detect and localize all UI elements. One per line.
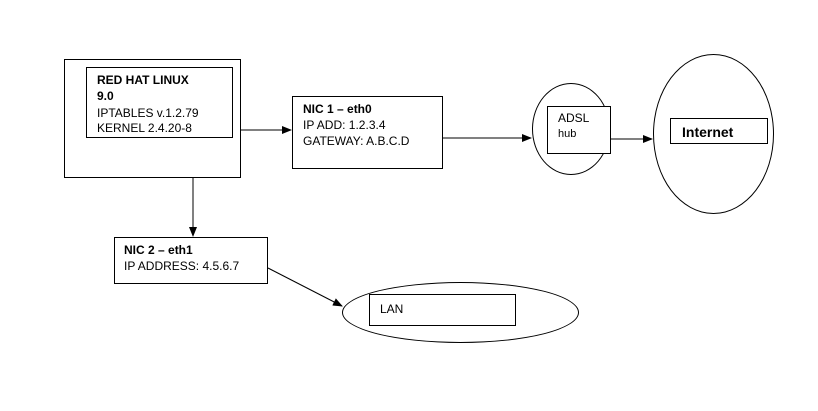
arrow-nic2-to-lan	[267, 267, 343, 307]
nic2-ip: IP ADDRESS: 4.5.6.7	[124, 259, 240, 273]
adsl-label-line1: ADSL	[558, 111, 590, 125]
lan-box	[369, 294, 516, 326]
internet-ellipse	[653, 54, 774, 214]
server-kernel: KERNEL 2.4.20-8	[97, 121, 192, 135]
internet-box	[670, 118, 768, 144]
server-inner-box	[86, 67, 233, 138]
lan-ellipse	[342, 282, 579, 343]
server-title-line2: 9.0	[97, 89, 114, 103]
nic1-ip: IP ADD: 1.2.3.4	[303, 118, 386, 132]
nic1-gateway: GATEWAY: A.B.C.D	[303, 134, 410, 148]
adsl-label-line2: hub	[558, 128, 577, 140]
server-title-line1: RED HAT LINUX	[97, 73, 189, 87]
server-iptables: IPTABLES v.1.2.79	[97, 106, 199, 120]
adsl-box	[547, 106, 611, 154]
lan-label: LAN	[380, 302, 404, 316]
internet-label: Internet	[682, 124, 734, 140]
nic2-title: NIC 2 – eth1	[124, 243, 193, 257]
nic2-box	[114, 237, 268, 284]
nic1-title: NIC 1 – eth0	[303, 102, 372, 116]
nic1-box	[292, 96, 443, 169]
